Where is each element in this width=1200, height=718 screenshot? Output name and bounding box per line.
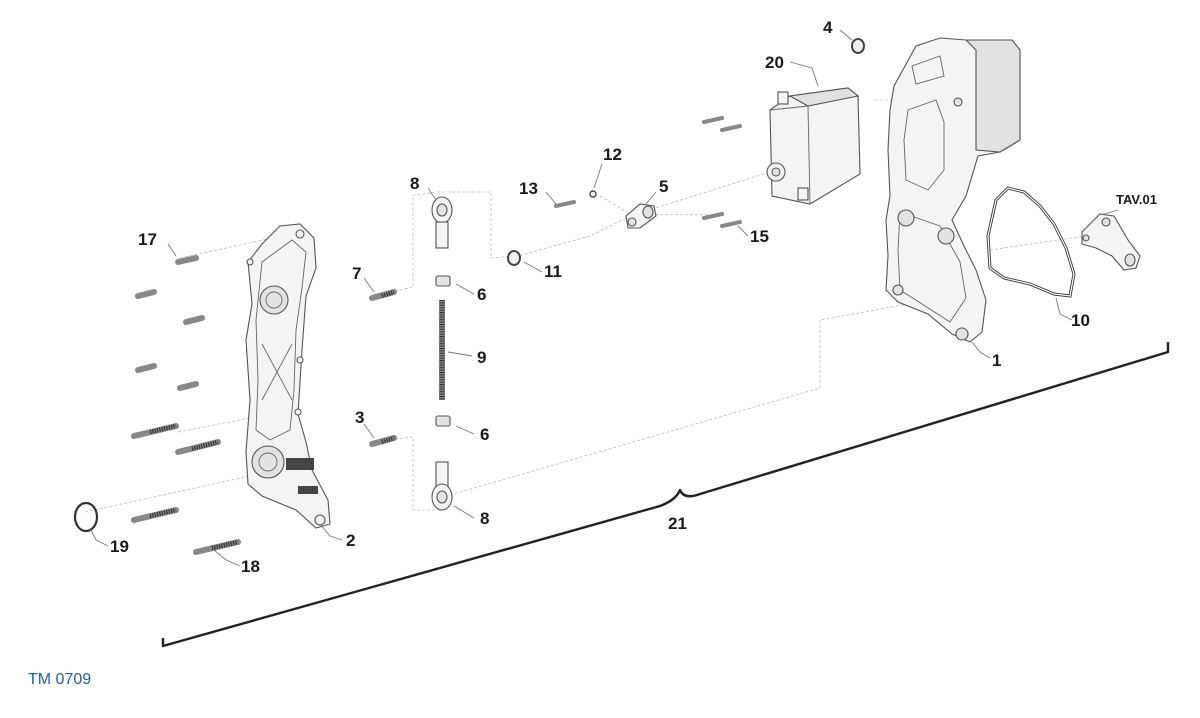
leader-lines: [89, 29, 1119, 567]
part-4-washer: [851, 38, 865, 54]
part-6-nut-top: [435, 275, 451, 287]
part-10-gasket: [986, 186, 1076, 298]
part-2-cover-plate: [245, 223, 331, 529]
label-part-9: 9: [477, 348, 487, 367]
gasket-inner-line: [987, 187, 1075, 297]
part-18-long-screws: [131, 423, 241, 555]
label-part-15: 15: [750, 227, 769, 246]
drawing-code: TM 0709: [28, 671, 92, 688]
label-part-7: 7: [352, 264, 362, 283]
label-part-8-bottom: 8: [480, 509, 490, 528]
label-part-13: 13: [519, 179, 538, 198]
label-part-6-top: 6: [477, 285, 487, 304]
part-20-servo: [766, 87, 861, 205]
label-part-3: 3: [355, 408, 365, 427]
label-part-19: 19: [110, 537, 129, 556]
label-part-4: 4: [823, 18, 833, 37]
label-part-1: 1: [992, 351, 1002, 370]
label-tav-01: TAV.01: [1116, 192, 1157, 207]
label-part-21: 21: [668, 514, 687, 533]
part-3-screw: [369, 435, 397, 447]
label-part-12: 12: [603, 145, 622, 164]
part-5-servo-arm: [625, 203, 657, 229]
part-1-housing: [885, 37, 1021, 343]
assembly-guide-lines: [84, 99, 1086, 513]
label-part-10: 10: [1071, 311, 1090, 330]
label-part-5: 5: [659, 177, 669, 196]
part-19-o-ring: [73, 501, 99, 533]
label-part-20: 20: [765, 53, 784, 72]
tav-01-bracket: [1081, 213, 1141, 271]
part-11-washer: [507, 250, 521, 266]
label-part-2: 2: [346, 531, 356, 550]
part-7-screw: [369, 289, 397, 301]
part-8-rod-end-bottom: [431, 461, 453, 511]
label-part-17: 17: [138, 230, 157, 249]
part-13-small-screw: [554, 200, 576, 208]
part-17-small-screws: [135, 255, 205, 391]
label-part-11: 11: [544, 262, 562, 281]
label-part-18: 18: [241, 557, 260, 576]
part-15-screws: [702, 116, 742, 228]
part-12-small-washer: [589, 190, 597, 198]
group-21-brace: [161, 342, 1170, 648]
label-part-8-top: 8: [410, 174, 420, 193]
part-8-rod-end-top: [431, 196, 453, 249]
part-6-nut-bottom: [435, 415, 451, 427]
label-part-6-bottom: 6: [480, 425, 490, 444]
